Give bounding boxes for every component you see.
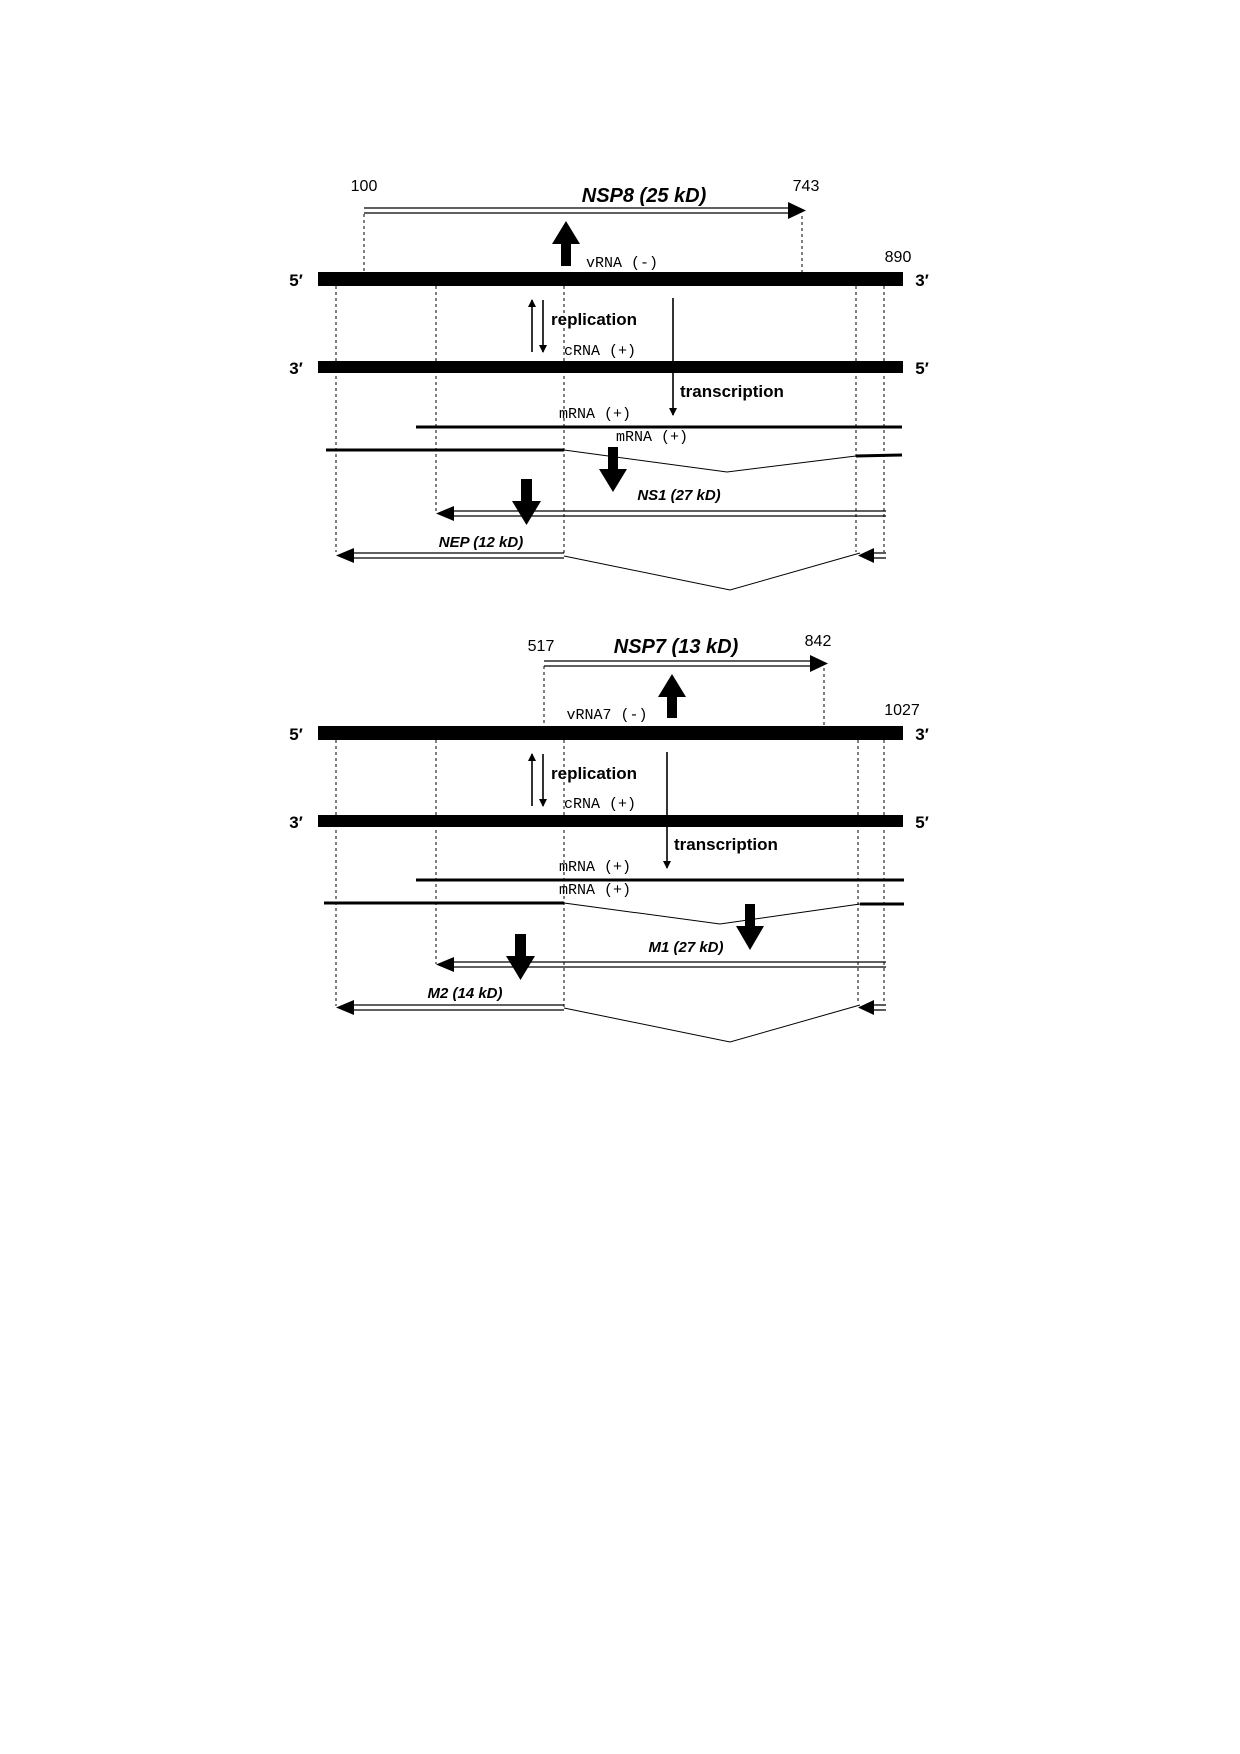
translation-up-arrow [552, 221, 580, 266]
transcription-label: transcription [674, 835, 778, 854]
protein-b-arrow [336, 1000, 886, 1043]
vrna-3prime: 3′ [915, 725, 929, 744]
protein-b-arrow [336, 548, 886, 591]
translation-down-arrow-2 [506, 934, 535, 980]
protein-b-label: M2 (14 kD) [427, 985, 502, 1002]
transcription-label: transcription [680, 382, 784, 401]
mrna-label-1: mRNA (+) [559, 406, 631, 423]
protein-a-label: NS1 (27 kD) [637, 487, 720, 504]
nsp8-arrow [364, 202, 806, 219]
vrna-strand [318, 272, 903, 286]
mrna-spliced [326, 448, 903, 473]
vrna-5prime: 5′ [289, 271, 303, 290]
protein-title: NSP8 (25 kD) [582, 185, 707, 207]
position-start: 517 [528, 638, 555, 655]
translation-down-arrow-1 [599, 447, 627, 492]
nsp7-arrow [544, 655, 828, 672]
vrna-3prime: 3′ [915, 271, 929, 290]
segment-length: 890 [885, 249, 912, 266]
protein-a-label: M1 (27 kD) [648, 939, 723, 956]
mrna-label-2: mRNA (+) [559, 882, 631, 899]
protein-a-arrow [436, 506, 886, 521]
crna-5prime: 5′ [915, 359, 929, 378]
translation-down-arrow-2 [512, 479, 541, 525]
mrna-spliced [324, 901, 904, 925]
crna-label: cRNA (+) [564, 796, 636, 813]
crna-3prime: 3′ [289, 813, 303, 832]
crna-label: cRNA (+) [564, 343, 636, 360]
segment-length: 1027 [884, 702, 920, 719]
position-start: 100 [351, 178, 378, 195]
mrna-label-1: mRNA (+) [559, 859, 631, 876]
translation-up-arrow [658, 674, 686, 718]
panel-top: 100 743 NSP8 (25 kD) 890 vRNA (-) 5′ 3′ … [289, 178, 929, 591]
crna-strand [318, 815, 903, 827]
vrna-strand [318, 726, 903, 740]
translation-down-arrow-1 [736, 904, 764, 950]
vrna-label: vRNA (-) [586, 255, 658, 272]
crna-strand [318, 361, 903, 373]
mrna-label-2: mRNA (+) [616, 429, 688, 446]
position-end: 842 [805, 633, 832, 650]
replication-label: replication [551, 310, 637, 329]
guide-lines [335, 666, 885, 1008]
vrna-5prime: 5′ [289, 725, 303, 744]
replication-label: replication [551, 764, 637, 783]
vrna-label: vRNA7 (-) [566, 707, 647, 724]
position-end: 743 [793, 178, 820, 195]
protein-a-arrow [436, 957, 886, 972]
panel-bottom: 517 842 NSP7 (13 kD) 1027 vRNA7 (-) 5′ 3… [289, 633, 929, 1043]
protein-b-label: NEP (12 kD) [439, 534, 523, 551]
protein-title: NSP7 (13 kD) [614, 636, 739, 658]
crna-3prime: 3′ [289, 359, 303, 378]
crna-5prime: 5′ [915, 813, 929, 832]
